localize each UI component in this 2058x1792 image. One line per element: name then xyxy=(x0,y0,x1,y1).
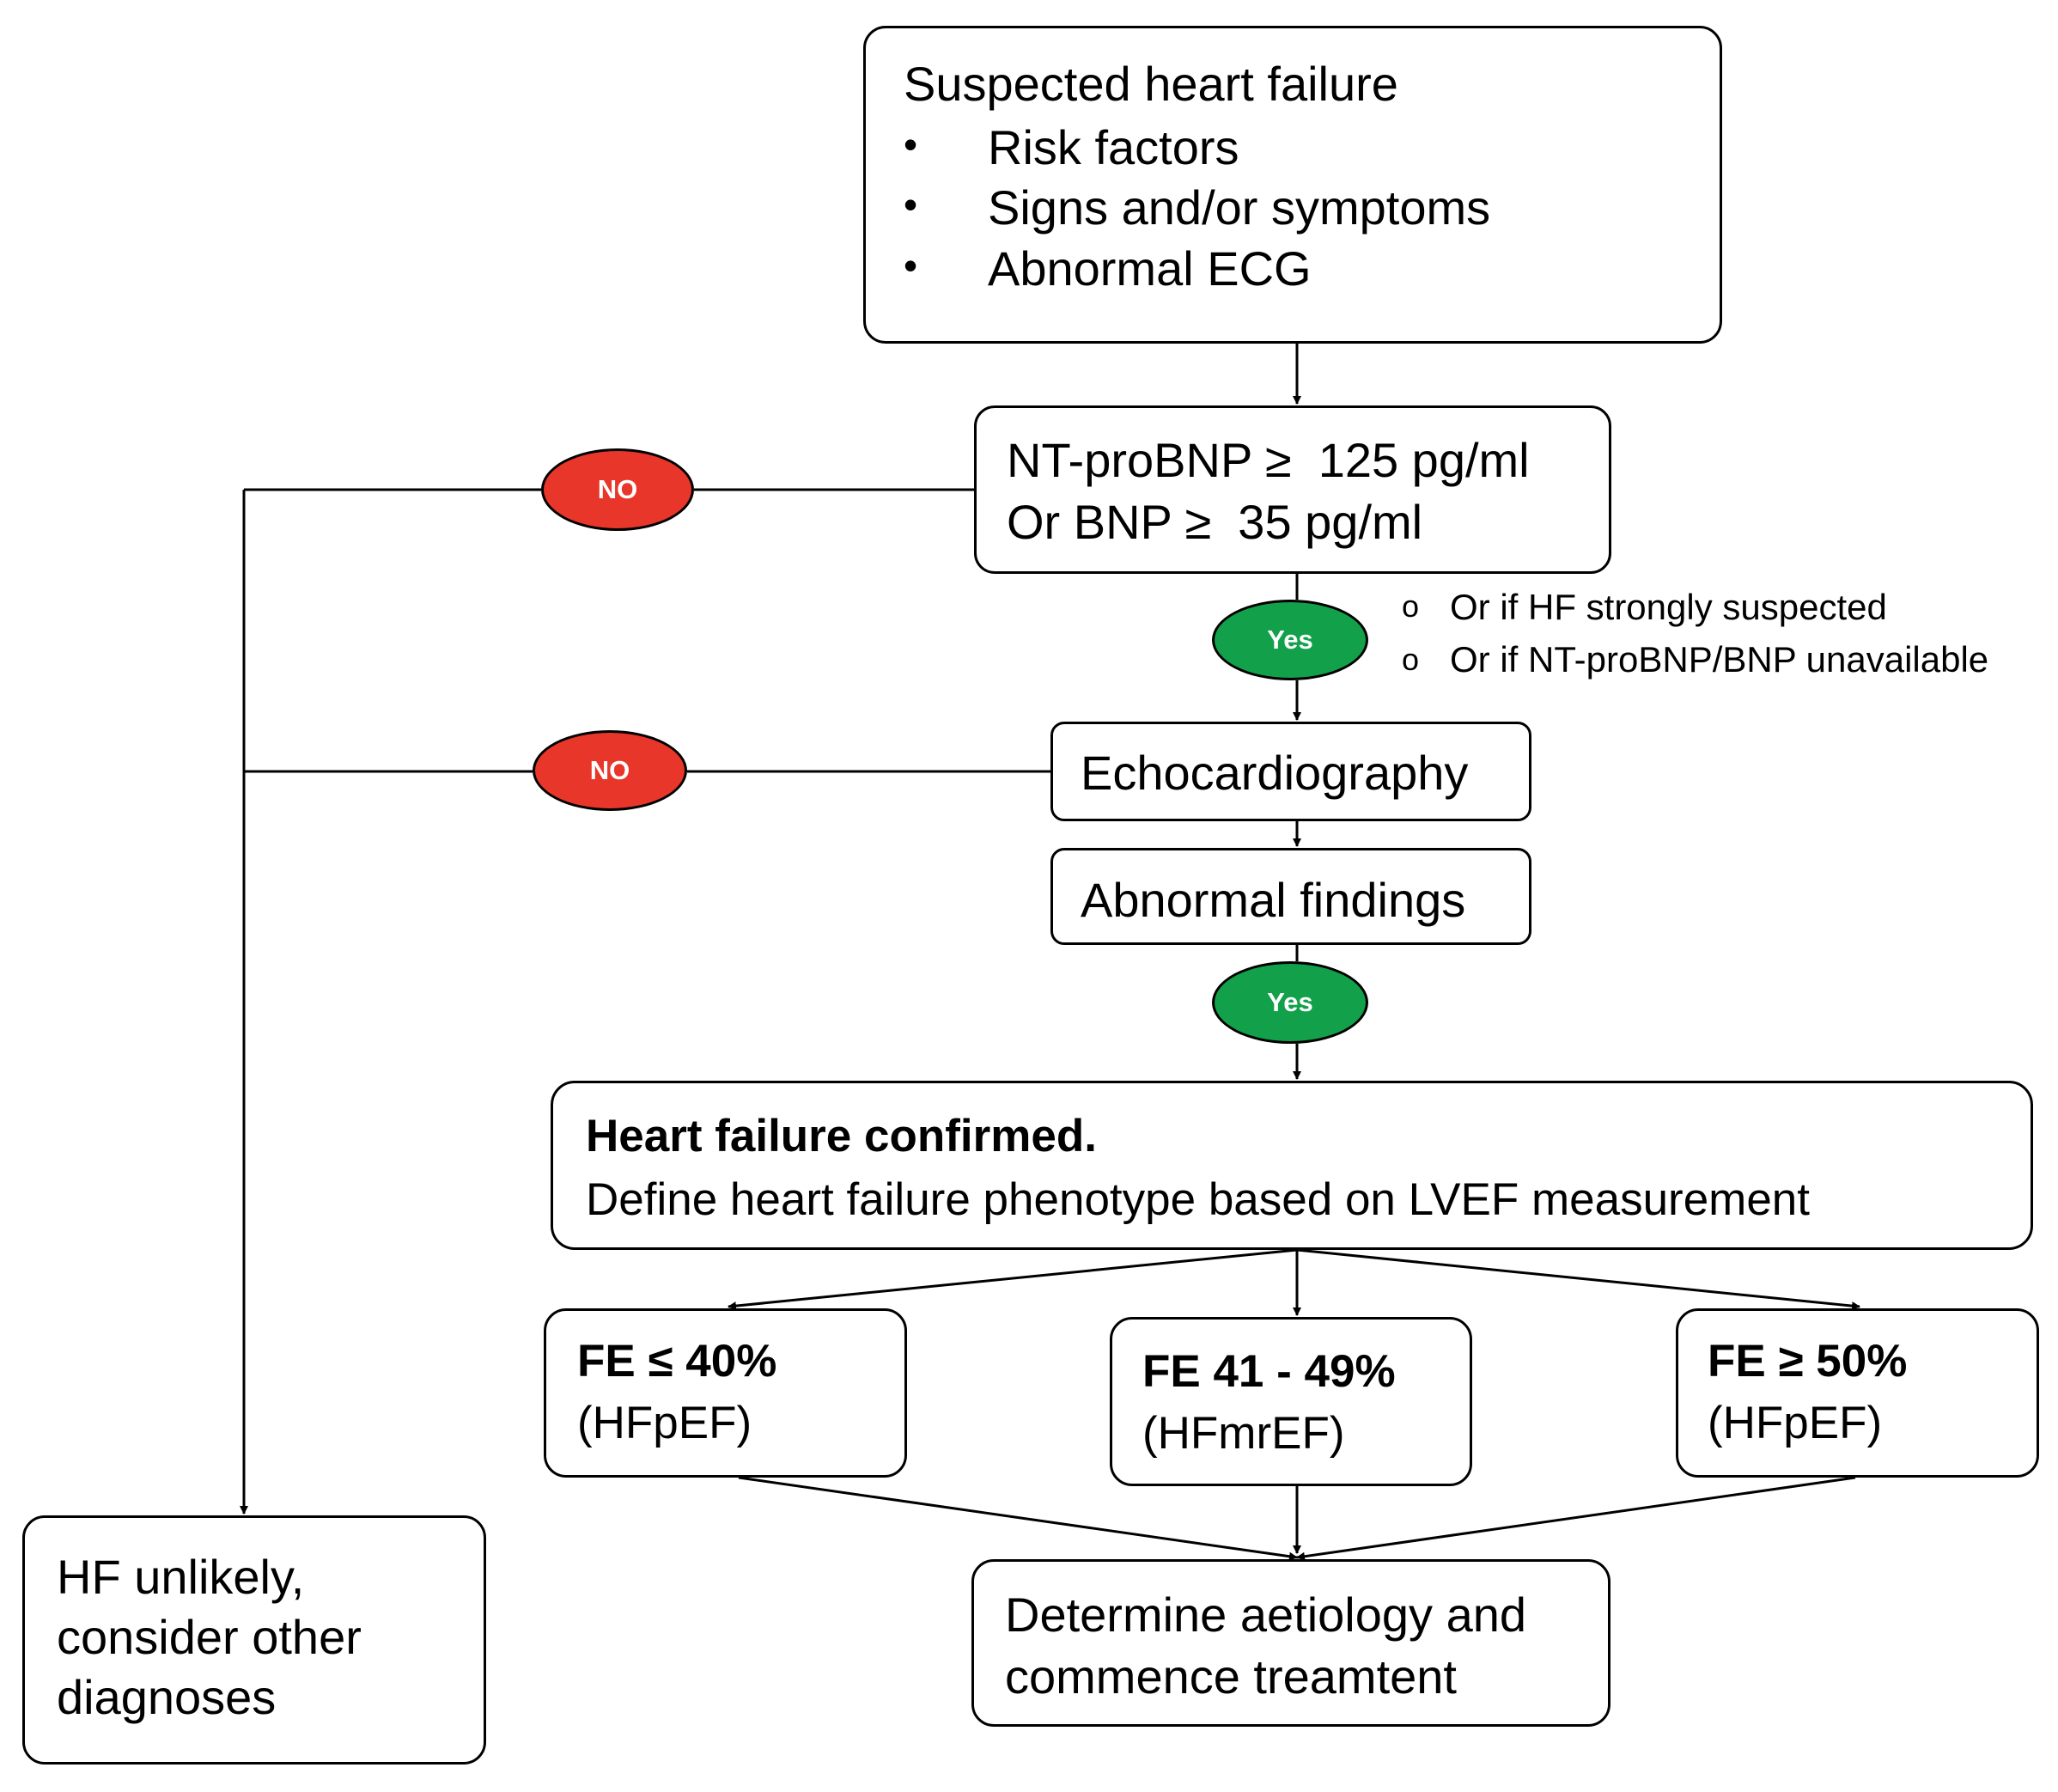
hf-unlikely-line2: consider other xyxy=(57,1610,362,1664)
phenotype-ef-mid: FE 41 - 49% xyxy=(1142,1346,1396,1397)
yes-note-strongly-suspected: Or if HF strongly suspected xyxy=(1450,587,1887,627)
abnormal-findings-box xyxy=(1050,848,1531,945)
arrow-to-ef-high xyxy=(1296,1248,1860,1311)
confirmed-title: Heart failure confirmed. xyxy=(586,1111,1097,1161)
start-box xyxy=(863,26,1722,344)
echocardiography-label: Echocardiography xyxy=(1081,746,1469,800)
hf-unlikely-line3: diagnoses xyxy=(57,1670,277,1724)
natriuretic-line1: NT-proBNP ≥ 125 pg/ml xyxy=(1007,433,1530,487)
aetiology-line1: Determine aetiology and xyxy=(1005,1588,1527,1642)
aetiology-box xyxy=(971,1559,1610,1727)
confirmed-subtitle: Define heart failure phenotype based on … xyxy=(586,1174,1810,1225)
phenotype-type-high: (HFpEF) xyxy=(1708,1398,1883,1448)
note-glyph: o xyxy=(1402,642,1420,677)
phenotype-type-low: (HFpEF) xyxy=(577,1398,752,1448)
confirmed-box xyxy=(551,1081,2033,1250)
phenotype-box-ef-high xyxy=(1676,1308,2039,1478)
yes-note-bnp-unavailable: Or if NT-proBNP/BNP unavailable xyxy=(1450,639,1989,680)
bullet-glyph: • xyxy=(904,243,918,288)
phenotype-box-ef-mid xyxy=(1110,1317,1472,1486)
phenotype-box-ef-low xyxy=(544,1308,907,1478)
bullet-glyph: • xyxy=(904,122,918,167)
natriuretic-box xyxy=(974,405,1611,574)
start-title: Suspected heart failure xyxy=(904,57,1398,111)
no-decision-echo: NO xyxy=(533,730,687,811)
arrow-ef-low-to-aetiology xyxy=(738,1476,1298,1561)
bullet-glyph: • xyxy=(904,182,918,227)
phenotype-ef-low: FE ≤ 40% xyxy=(577,1336,777,1387)
start-bullet-signs-symptoms: Signs and/or symptoms xyxy=(988,180,1491,235)
phenotype-type-mid: (HFmrEF) xyxy=(1142,1408,1345,1459)
yes-decision-abnormal: Yes xyxy=(1212,961,1368,1044)
natriuretic-line2: Or BNP ≥ 35 pg/ml xyxy=(1007,495,1423,549)
yes-decision-bnp: Yes xyxy=(1212,600,1368,680)
note-glyph: o xyxy=(1402,588,1420,624)
hf-unlikely-line1: HF unlikely, xyxy=(57,1550,305,1604)
hf-unlikely-box xyxy=(22,1515,486,1765)
abnormal-findings-label: Abnormal findings xyxy=(1081,873,1466,927)
no-decision-bnp: NO xyxy=(541,448,694,531)
start-bullet-risk-factors: Risk factors xyxy=(988,120,1239,174)
arrow-ef-high-to-aetiology xyxy=(1296,1476,1856,1561)
arrow-to-ef-low xyxy=(728,1248,1298,1311)
aetiology-line2: commence treamtent xyxy=(1005,1649,1457,1704)
echocardiography-box xyxy=(1050,722,1531,821)
phenotype-ef-high: FE ≥ 50% xyxy=(1708,1336,1908,1387)
start-bullet-abnormal-ecg: Abnormal ECG xyxy=(988,241,1312,296)
